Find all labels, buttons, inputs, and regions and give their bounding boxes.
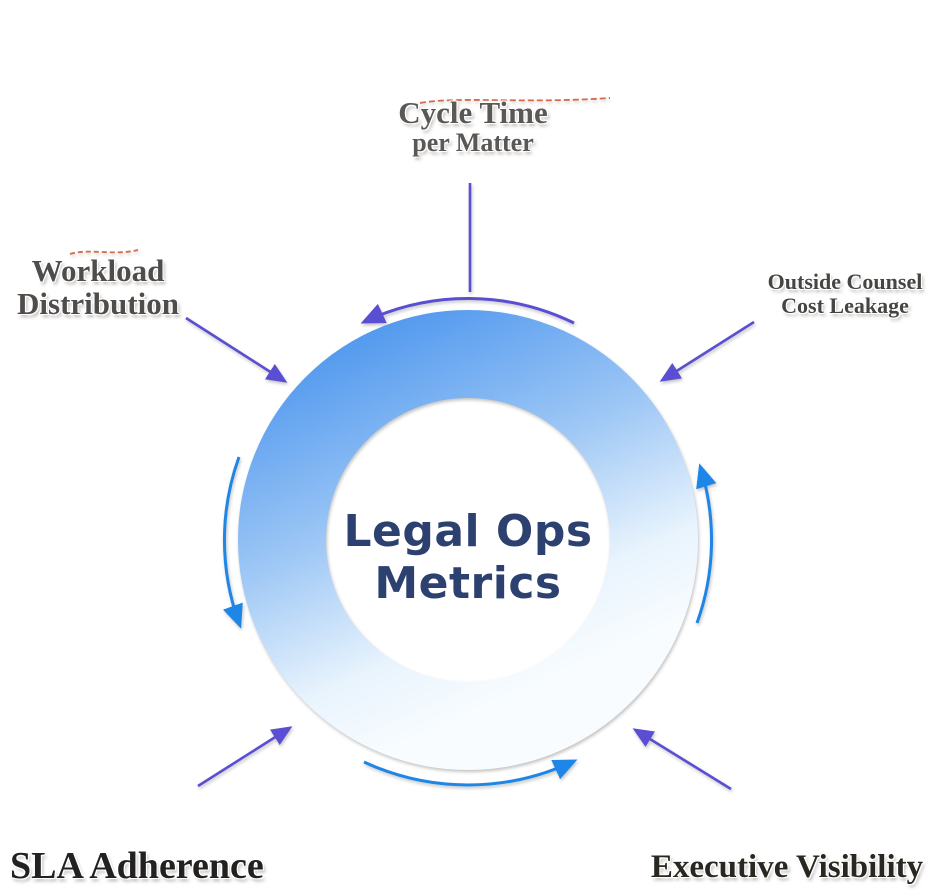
squiggle-annotation-cycle-time	[419, 97, 611, 104]
cycle-time-line1: Cycle Time	[398, 95, 548, 130]
center-title-line2: Metrics	[374, 557, 562, 609]
squiggle-annotation-workload	[69, 249, 139, 255]
workload-line2: Distribution	[17, 286, 179, 322]
node-label-executive-visibility: Executive Visibility	[650, 849, 924, 885]
node-label-workload-distribution: Workload Distribution	[17, 254, 179, 321]
leader-line-executive	[632, 728, 732, 791]
outside-counsel-line1: Outside Counsel	[767, 269, 923, 294]
leader-line-outside-counsel	[659, 320, 755, 382]
center-title-line1: Legal Ops	[343, 506, 593, 557]
node-label-cycle-time: Cycle Time per Matter	[398, 96, 548, 158]
workload-line1: Workload	[31, 253, 165, 288]
node-label-outside-counsel: Outside Counsel Cost Leakage	[768, 270, 923, 318]
outside-counsel-line2: Cost Leakage	[781, 292, 909, 318]
cycle-time-line2: per Matter	[412, 128, 534, 158]
flow-arc-left	[222, 456, 243, 629]
donut-ring	[238, 310, 698, 770]
leader-line-workload	[185, 316, 288, 383]
leader-line-sla	[197, 726, 293, 788]
flow-arc-top	[360, 297, 575, 325]
node-label-sla-adherence: SLA Adherence	[10, 845, 264, 887]
flow-arc-right	[695, 463, 717, 624]
center-title: Legal Ops Metrics	[343, 506, 592, 610]
flow-arc-bottom	[363, 759, 578, 787]
